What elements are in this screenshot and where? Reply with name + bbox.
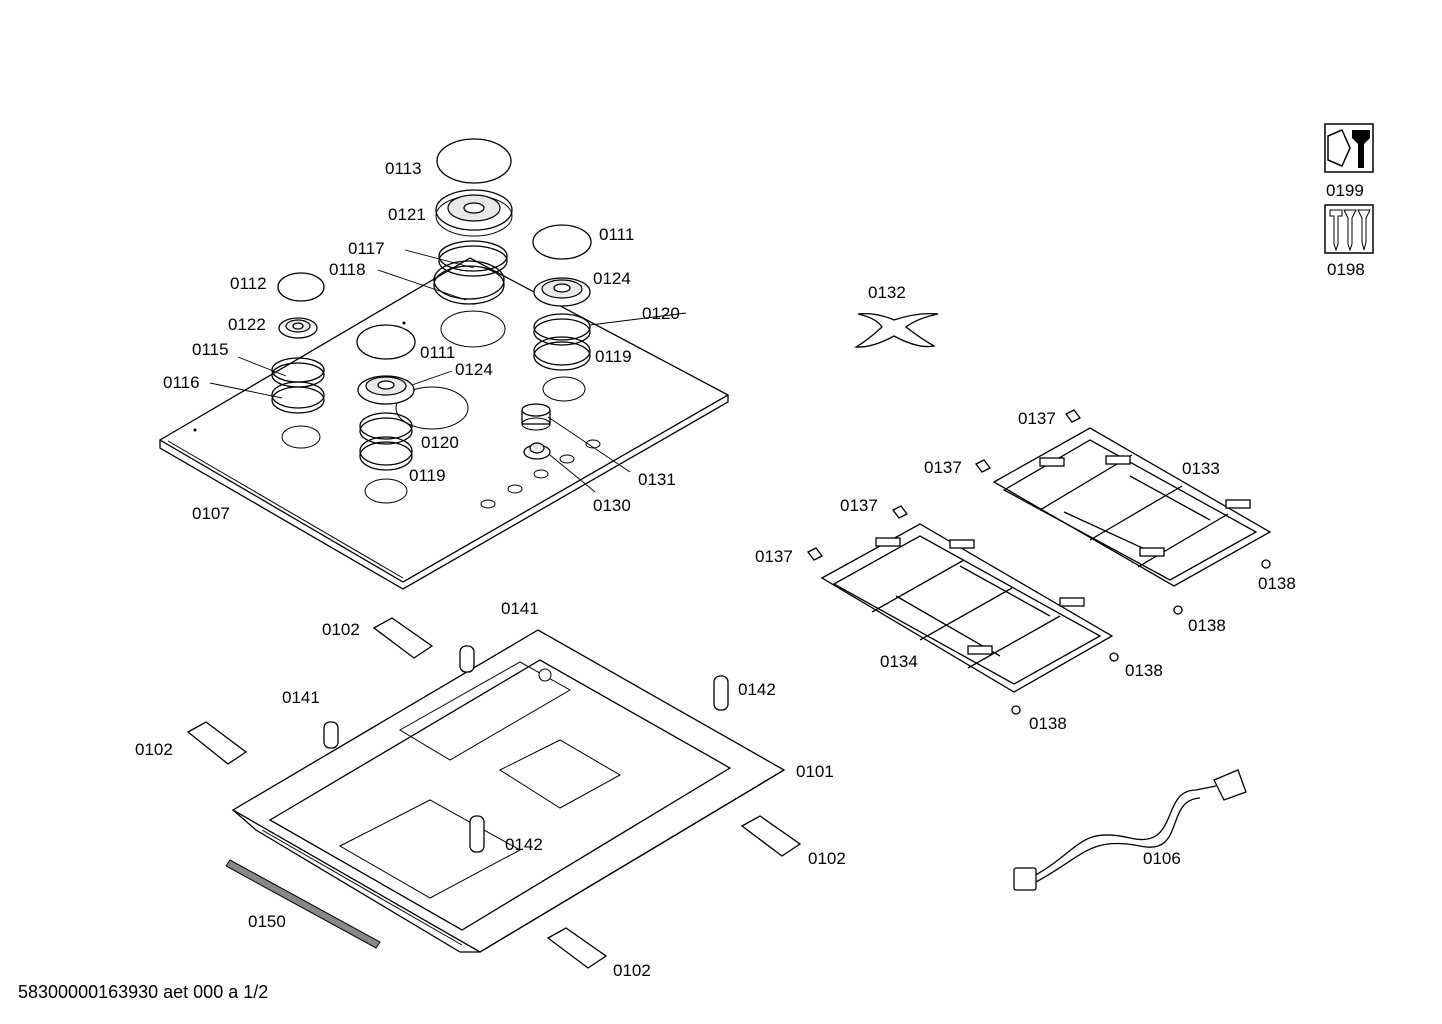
label-0137-b: 0137 <box>924 458 962 477</box>
label-0137-d: 0137 <box>755 547 793 566</box>
label-0198: 0198 <box>1327 260 1365 279</box>
fixing-clamps <box>186 617 802 969</box>
document-id: 58300000163930 aet 000 a 1/2 <box>18 982 268 1002</box>
label-0119-right: 0119 <box>595 347 632 366</box>
hob-bottom-tray <box>231 629 786 953</box>
label-0106: 0106 <box>1143 849 1181 868</box>
label-0138-d: 0138 <box>1029 714 1067 733</box>
label-0113: 0113 <box>385 159 422 178</box>
label-0199: 0199 <box>1326 181 1364 200</box>
label-0121: 0121 <box>388 205 426 224</box>
label-0117: 0117 <box>348 239 385 258</box>
seal-strip <box>225 859 381 949</box>
springs <box>323 645 729 853</box>
label-0137-c: 0137 <box>840 496 878 515</box>
screws-icon <box>1324 204 1374 254</box>
grate-feet <box>807 409 1271 715</box>
pan-support-cross <box>853 312 939 348</box>
power-cable <box>1013 769 1247 891</box>
part-labels: 0113 0121 0117 0118 0111 0124 0112 0120 … <box>135 159 1365 980</box>
label-0115: 0115 <box>192 340 229 359</box>
label-0120-right: 0120 <box>642 304 680 323</box>
label-0116: 0116 <box>163 373 200 392</box>
pan-support-grate-front <box>820 523 1114 693</box>
label-0141-a: 0141 <box>501 599 539 618</box>
label-0134: 0134 <box>880 652 918 671</box>
label-0122: 0122 <box>228 315 266 334</box>
label-0118: 0118 <box>329 260 366 279</box>
label-0124-center: 0124 <box>455 360 493 379</box>
label-0111-center: 0111 <box>420 343 455 362</box>
label-0142-a: 0142 <box>738 680 776 699</box>
label-0138-b: 0138 <box>1188 616 1226 635</box>
label-0138-c: 0138 <box>1125 661 1163 680</box>
label-0101: 0101 <box>796 762 834 781</box>
label-0124-right: 0124 <box>593 269 631 288</box>
label-0102-a: 0102 <box>322 620 360 639</box>
label-0133: 0133 <box>1182 459 1220 478</box>
label-0119-center: 0119 <box>409 466 446 485</box>
label-0137-a: 0137 <box>1018 409 1056 428</box>
label-0111-right: 0111 <box>599 225 634 244</box>
label-0102-c: 0102 <box>808 849 846 868</box>
label-0150: 0150 <box>248 912 286 931</box>
label-0120-center: 0120 <box>421 433 459 452</box>
label-0130: 0130 <box>593 496 631 515</box>
label-0102-b: 0102 <box>135 740 173 759</box>
label-0107: 0107 <box>192 504 230 523</box>
leader-lines-top <box>209 249 687 493</box>
label-0138-a: 0138 <box>1258 574 1296 593</box>
burner-holes <box>193 310 601 509</box>
label-0112: 0112 <box>230 274 267 293</box>
label-0131: 0131 <box>638 470 676 489</box>
label-0132: 0132 <box>868 283 906 302</box>
label-0142-b: 0142 <box>505 835 543 854</box>
pan-support-grate-rear <box>992 427 1272 587</box>
wrench-nut-icon <box>1324 123 1374 173</box>
label-0102-d: 0102 <box>613 961 651 980</box>
burner-parts <box>271 138 592 471</box>
label-0141-b: 0141 <box>282 688 320 707</box>
